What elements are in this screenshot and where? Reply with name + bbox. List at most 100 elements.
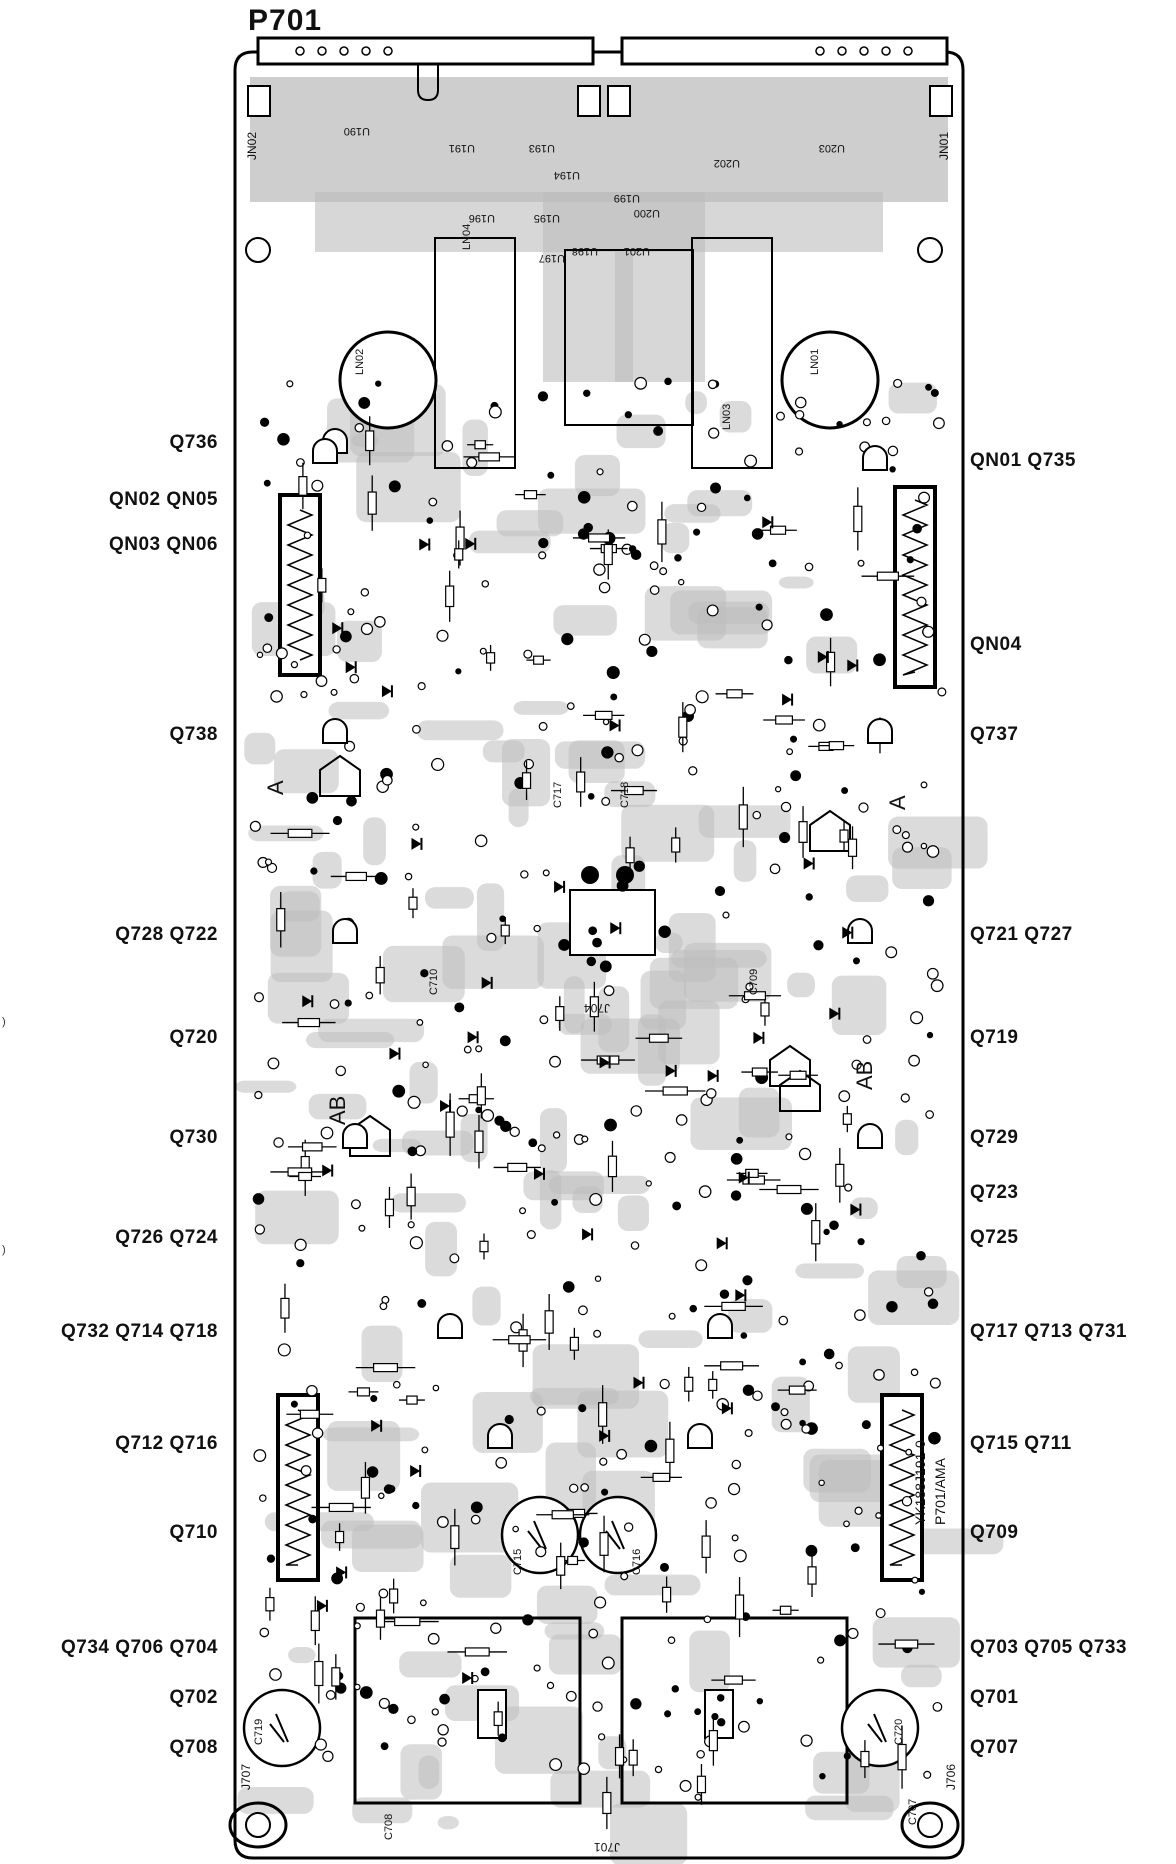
ic-label: U202 — [714, 157, 740, 169]
diode-symbol — [610, 922, 621, 935]
solder-pad — [475, 1045, 483, 1053]
solder-pad — [847, 1627, 859, 1640]
solder-pad — [431, 1708, 439, 1716]
component-body — [594, 710, 613, 720]
solder-pad — [270, 690, 283, 703]
connector-pin — [383, 46, 393, 56]
connector-p701-right — [620, 36, 949, 66]
copper-pour — [610, 1803, 688, 1864]
solder-pad — [360, 588, 370, 597]
transistor-body — [312, 438, 338, 464]
solder-pad — [925, 1110, 935, 1119]
solder-pad — [716, 1694, 725, 1702]
solder-pad — [784, 655, 793, 665]
solder-pad — [320, 1126, 334, 1140]
solder-pad — [322, 1750, 334, 1762]
transistor-ref-label: Q736 — [169, 432, 218, 453]
solder-pad — [876, 1444, 885, 1452]
solder-pad — [380, 1742, 389, 1751]
solder-pad — [310, 867, 318, 875]
transistor-ref-label: Q707 — [970, 1737, 1019, 1758]
solder-pad — [500, 1120, 512, 1132]
solder-pad — [537, 391, 549, 402]
transistor-body — [707, 1313, 733, 1339]
component-body — [493, 1711, 503, 1727]
solder-pad — [449, 1253, 460, 1264]
relay-label: LN03 — [721, 404, 733, 430]
solder-pad — [374, 872, 388, 885]
cap-label: C707 — [907, 1799, 919, 1825]
component-body — [280, 1297, 290, 1319]
solder-pad — [263, 479, 271, 487]
solder-pad — [365, 991, 374, 1000]
solder-pad — [912, 523, 922, 534]
mounting-hole-ring — [228, 1801, 288, 1849]
transistor-body — [342, 1123, 368, 1149]
solder-pad — [873, 653, 886, 667]
header-label: J701 — [594, 1840, 620, 1854]
component-body — [297, 1017, 321, 1028]
component-body — [745, 1168, 759, 1178]
solder-pad — [667, 1636, 676, 1645]
solder-pad — [769, 863, 781, 875]
copper-pour — [244, 732, 276, 765]
solder-pad — [594, 1596, 607, 1609]
copper-pour — [616, 414, 666, 449]
solder-pad — [727, 1482, 741, 1496]
solder-pad — [820, 608, 833, 621]
resistor-symbol — [901, 499, 929, 676]
solder-pad — [315, 675, 328, 687]
solder-pad — [916, 1250, 926, 1261]
solder-pad — [703, 1615, 712, 1624]
solder-pad — [523, 649, 533, 659]
solder-pad — [804, 562, 814, 572]
solder-pad — [628, 545, 637, 553]
component-body — [455, 526, 465, 550]
solder-pad — [694, 1708, 702, 1716]
diode-symbol — [842, 926, 853, 939]
copper-pour — [689, 1630, 730, 1693]
solder-pad — [836, 420, 843, 428]
solder-pad — [349, 673, 360, 684]
relay-outline — [434, 237, 516, 469]
solder-pad — [347, 608, 355, 616]
solder-pad — [422, 1061, 429, 1069]
solder-pad — [256, 651, 264, 659]
resistor-symbol — [888, 1409, 916, 1566]
copper-pour — [425, 1221, 457, 1277]
solder-pad — [906, 556, 914, 564]
connector-p701-left — [256, 36, 595, 66]
copper-pour — [733, 840, 757, 882]
solder-pad — [407, 1715, 416, 1725]
solder-pad — [306, 791, 319, 804]
solder-pad — [504, 1414, 514, 1425]
solder-pad — [730, 1152, 743, 1165]
diode-symbol — [322, 1164, 333, 1177]
solder-pad — [360, 622, 374, 636]
trimmer-pot — [349, 1114, 391, 1157]
copper-pour — [416, 720, 504, 741]
solder-pad — [646, 645, 658, 658]
component-body — [589, 996, 599, 1018]
solder-pad — [905, 1448, 913, 1456]
diode-symbol — [753, 1031, 764, 1044]
diode-symbol — [716, 1237, 727, 1250]
copper-pour — [424, 887, 474, 909]
component-body — [798, 821, 808, 843]
component-body — [567, 1555, 579, 1566]
solder-pad — [730, 1190, 742, 1201]
solder-pad — [404, 872, 413, 881]
solder-pad — [499, 1035, 511, 1047]
solder-pad — [407, 1221, 415, 1229]
solder-pad — [799, 1358, 807, 1366]
connector-pin — [815, 46, 825, 56]
solder-pad — [566, 702, 575, 710]
copper-pour — [496, 510, 564, 537]
component-body — [276, 908, 286, 932]
ic-label: U203 — [819, 142, 845, 154]
trimmer-pot — [769, 1044, 811, 1087]
component-body — [317, 577, 327, 593]
solder-pad — [277, 1343, 291, 1357]
component-body — [726, 689, 743, 699]
terminal-block — [577, 85, 601, 117]
